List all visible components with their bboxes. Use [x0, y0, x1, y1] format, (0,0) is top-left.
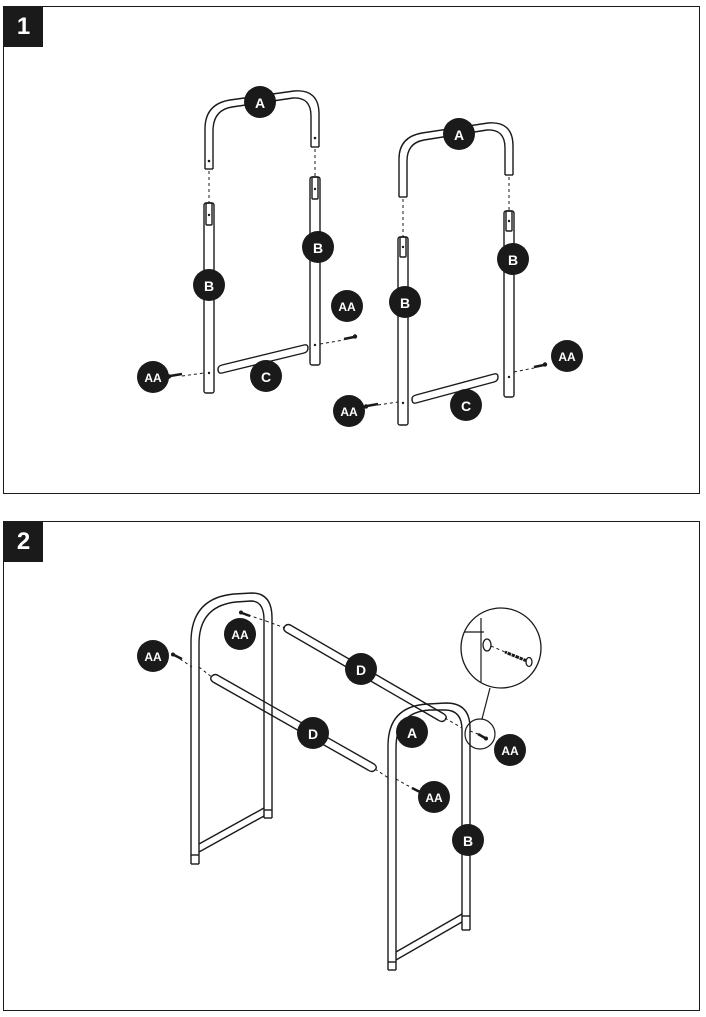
leg-b-right-2 — [503, 210, 515, 398]
right-frame-assembly — [363, 122, 548, 426]
label-b-leg: B — [497, 243, 529, 275]
svg-text:AA: AA — [338, 300, 356, 314]
label-b-leg: B — [389, 286, 421, 318]
leg-b-right-1 — [397, 236, 409, 426]
screw-icon — [504, 650, 533, 668]
bar-d-upper — [283, 623, 447, 723]
label-aa-screw: AA — [418, 781, 450, 813]
step-1-panel: 1 — [3, 6, 700, 494]
svg-text:B: B — [204, 278, 214, 294]
bar-c-left — [217, 344, 309, 374]
svg-text:A: A — [454, 127, 464, 143]
label-aa-screw: AA — [137, 361, 169, 393]
label-d-bar: D — [297, 717, 329, 749]
bar-c-right — [411, 373, 499, 404]
label-aa-screw: AA — [137, 640, 169, 672]
svg-text:D: D — [356, 662, 366, 678]
screw-icon — [363, 402, 379, 409]
magnified-detail-icon — [460, 607, 542, 750]
bar-d-lower — [210, 673, 377, 773]
svg-text:C: C — [261, 369, 271, 385]
label-aa-screw: AA — [494, 734, 526, 766]
svg-text:AA: AA — [231, 628, 249, 642]
label-aa-screw: AA — [551, 340, 583, 372]
label-b-leg: B — [193, 269, 225, 301]
svg-text:A: A — [407, 725, 417, 741]
screws — [171, 610, 488, 795]
step-2-illustration: AA AA D D A AA AA B — [137, 592, 542, 971]
svg-text:AA: AA — [340, 405, 358, 419]
screw-icon — [171, 652, 183, 661]
step-2-panel: 2 — [3, 521, 700, 1011]
label-c-bar: C — [450, 389, 482, 421]
part-labels-step-1: A B B AA AA C A B B AA AA C — [137, 86, 583, 427]
leg-b-left-2 — [309, 176, 321, 366]
long-bars — [198, 620, 463, 780]
svg-text:B: B — [463, 833, 473, 849]
screw-icon — [477, 732, 488, 741]
label-d-bar: D — [345, 653, 377, 685]
label-c-bar: C — [250, 360, 282, 392]
back-frame — [190, 592, 273, 865]
screw-icon — [166, 372, 183, 379]
svg-text:B: B — [313, 240, 323, 256]
part-labels-step-2: AA AA D D A AA AA B — [137, 618, 526, 856]
svg-text:C: C — [461, 398, 471, 414]
svg-text:AA: AA — [144, 371, 162, 385]
svg-text:B: B — [508, 252, 518, 268]
step-number-1: 1 — [4, 7, 43, 47]
svg-text:AA: AA — [501, 744, 519, 758]
step-number-2: 2 — [4, 522, 43, 562]
svg-text:AA: AA — [425, 791, 443, 805]
label-aa-screw: AA — [333, 395, 365, 427]
label-aa-screw: AA — [331, 290, 363, 322]
svg-text:AA: AA — [144, 650, 162, 664]
step-1-illustration: A B B AA AA C A B B AA AA C — [137, 86, 583, 427]
label-a-frame: A — [244, 86, 276, 118]
svg-text:D: D — [308, 726, 318, 742]
label-aa-screw: AA — [224, 618, 256, 650]
label-b-leg: B — [452, 824, 484, 856]
svg-text:AA: AA — [558, 350, 576, 364]
label-a-frame: A — [443, 118, 475, 150]
svg-text:A: A — [255, 95, 265, 111]
label-a-frame: A — [396, 716, 428, 748]
svg-text:B: B — [400, 295, 410, 311]
screw-icon — [343, 334, 358, 341]
label-b-leg: B — [302, 231, 334, 263]
screw-icon — [533, 362, 548, 369]
screw-icon — [239, 610, 251, 618]
